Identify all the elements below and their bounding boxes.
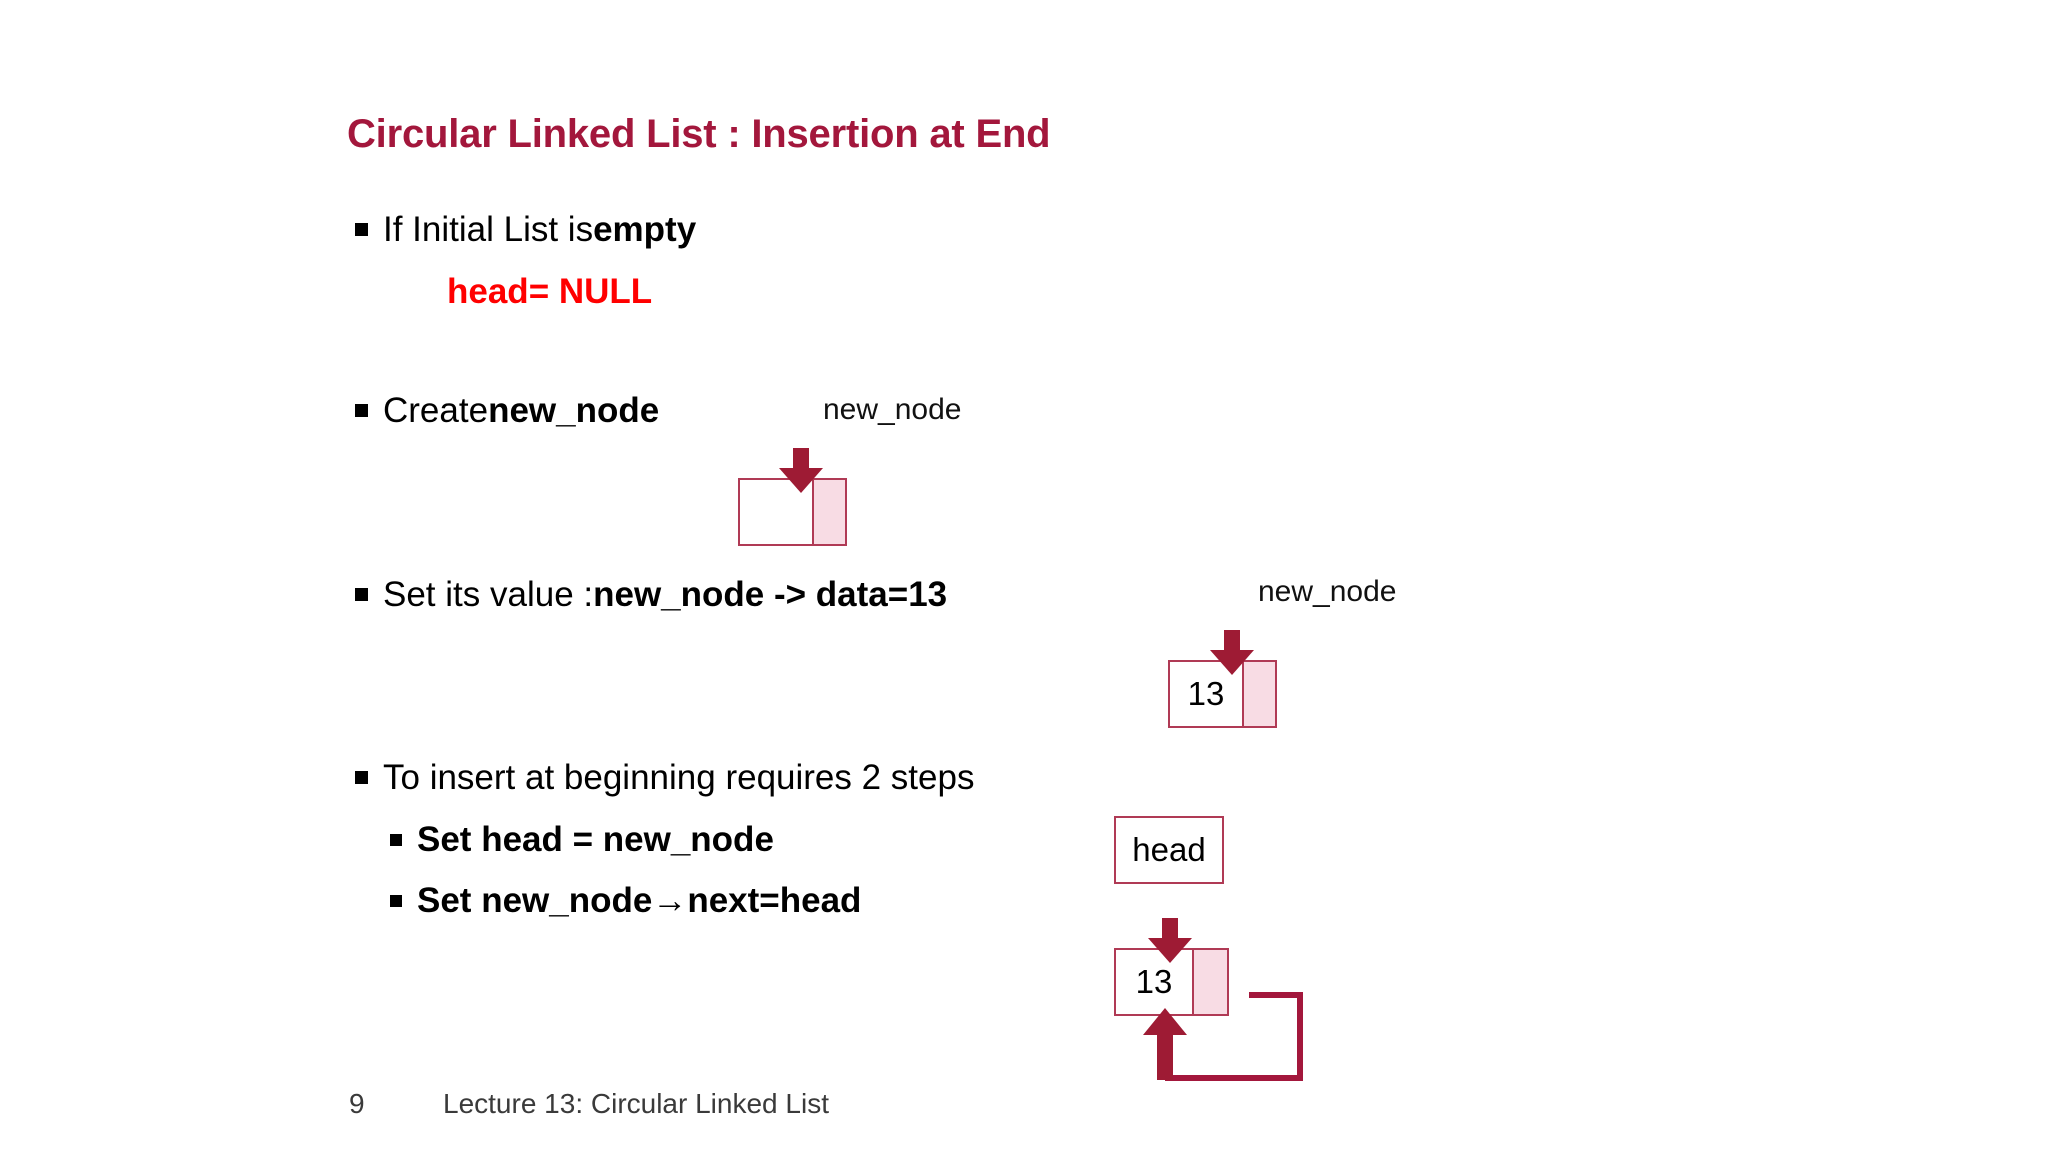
node-next-cell — [814, 478, 847, 546]
node-box-value-13: 13 — [1168, 660, 1277, 728]
head-pointer-box: head — [1114, 816, 1224, 884]
bullet-square-icon — [355, 223, 368, 236]
node-box-circular-13: 13 — [1114, 948, 1229, 1016]
bullet-insert-steps: To insert at beginning requires 2 steps — [355, 758, 974, 798]
node-box-empty — [738, 478, 847, 546]
sub-bullet-set-head: Set head = new_node — [390, 820, 774, 860]
sub-bullet-set-next: Set new_node→next=head — [390, 881, 861, 921]
bullet-insert-steps-text: To insert at beginning requires 2 steps — [383, 758, 975, 797]
sub-bullet-set-head-text: Set head = new_node — [417, 820, 774, 859]
node-next-cell — [1194, 948, 1229, 1016]
bullet-square-icon — [355, 588, 368, 601]
bullet-square-icon — [390, 834, 402, 846]
bullet-empty-list: If Initial List is empty — [355, 210, 696, 250]
code-line-head-null: head= NULL — [447, 272, 653, 311]
bullet-square-icon — [390, 895, 402, 907]
bullet-set-value-prefix: Set its value : — [383, 575, 594, 614]
new-node-label-2: new_node — [1258, 575, 1397, 608]
node-data-cell: 13 — [1114, 948, 1194, 1016]
bullet-empty-list-emphasis: empty — [593, 210, 697, 249]
page-title: Circular Linked List : Insertion at End — [347, 112, 1051, 156]
bullet-set-value: Set its value : new_node -> data=13 — [355, 575, 947, 615]
footer-page-number: 9 — [349, 1088, 365, 1119]
footer-label: Lecture 13: Circular Linked List — [443, 1088, 829, 1119]
bullet-square-icon — [355, 771, 368, 784]
bullet-create-node-prefix: Create — [383, 391, 489, 430]
bullet-create-node-emphasis: new_node — [488, 391, 660, 430]
bullet-square-icon — [355, 404, 368, 417]
node-next-cell — [1244, 660, 1277, 728]
new-node-label-1: new_node — [823, 393, 962, 426]
bullet-set-value-emphasis: new_node -> data=13 — [593, 575, 948, 614]
bullet-create-node: Create new_node — [355, 391, 659, 431]
sub-bullet-set-next-text: Set new_node→next=head — [417, 881, 862, 920]
node-data-cell: 13 — [1168, 660, 1244, 728]
node-data-cell — [738, 478, 814, 546]
bullet-empty-list-prefix: If Initial List is — [383, 210, 594, 249]
